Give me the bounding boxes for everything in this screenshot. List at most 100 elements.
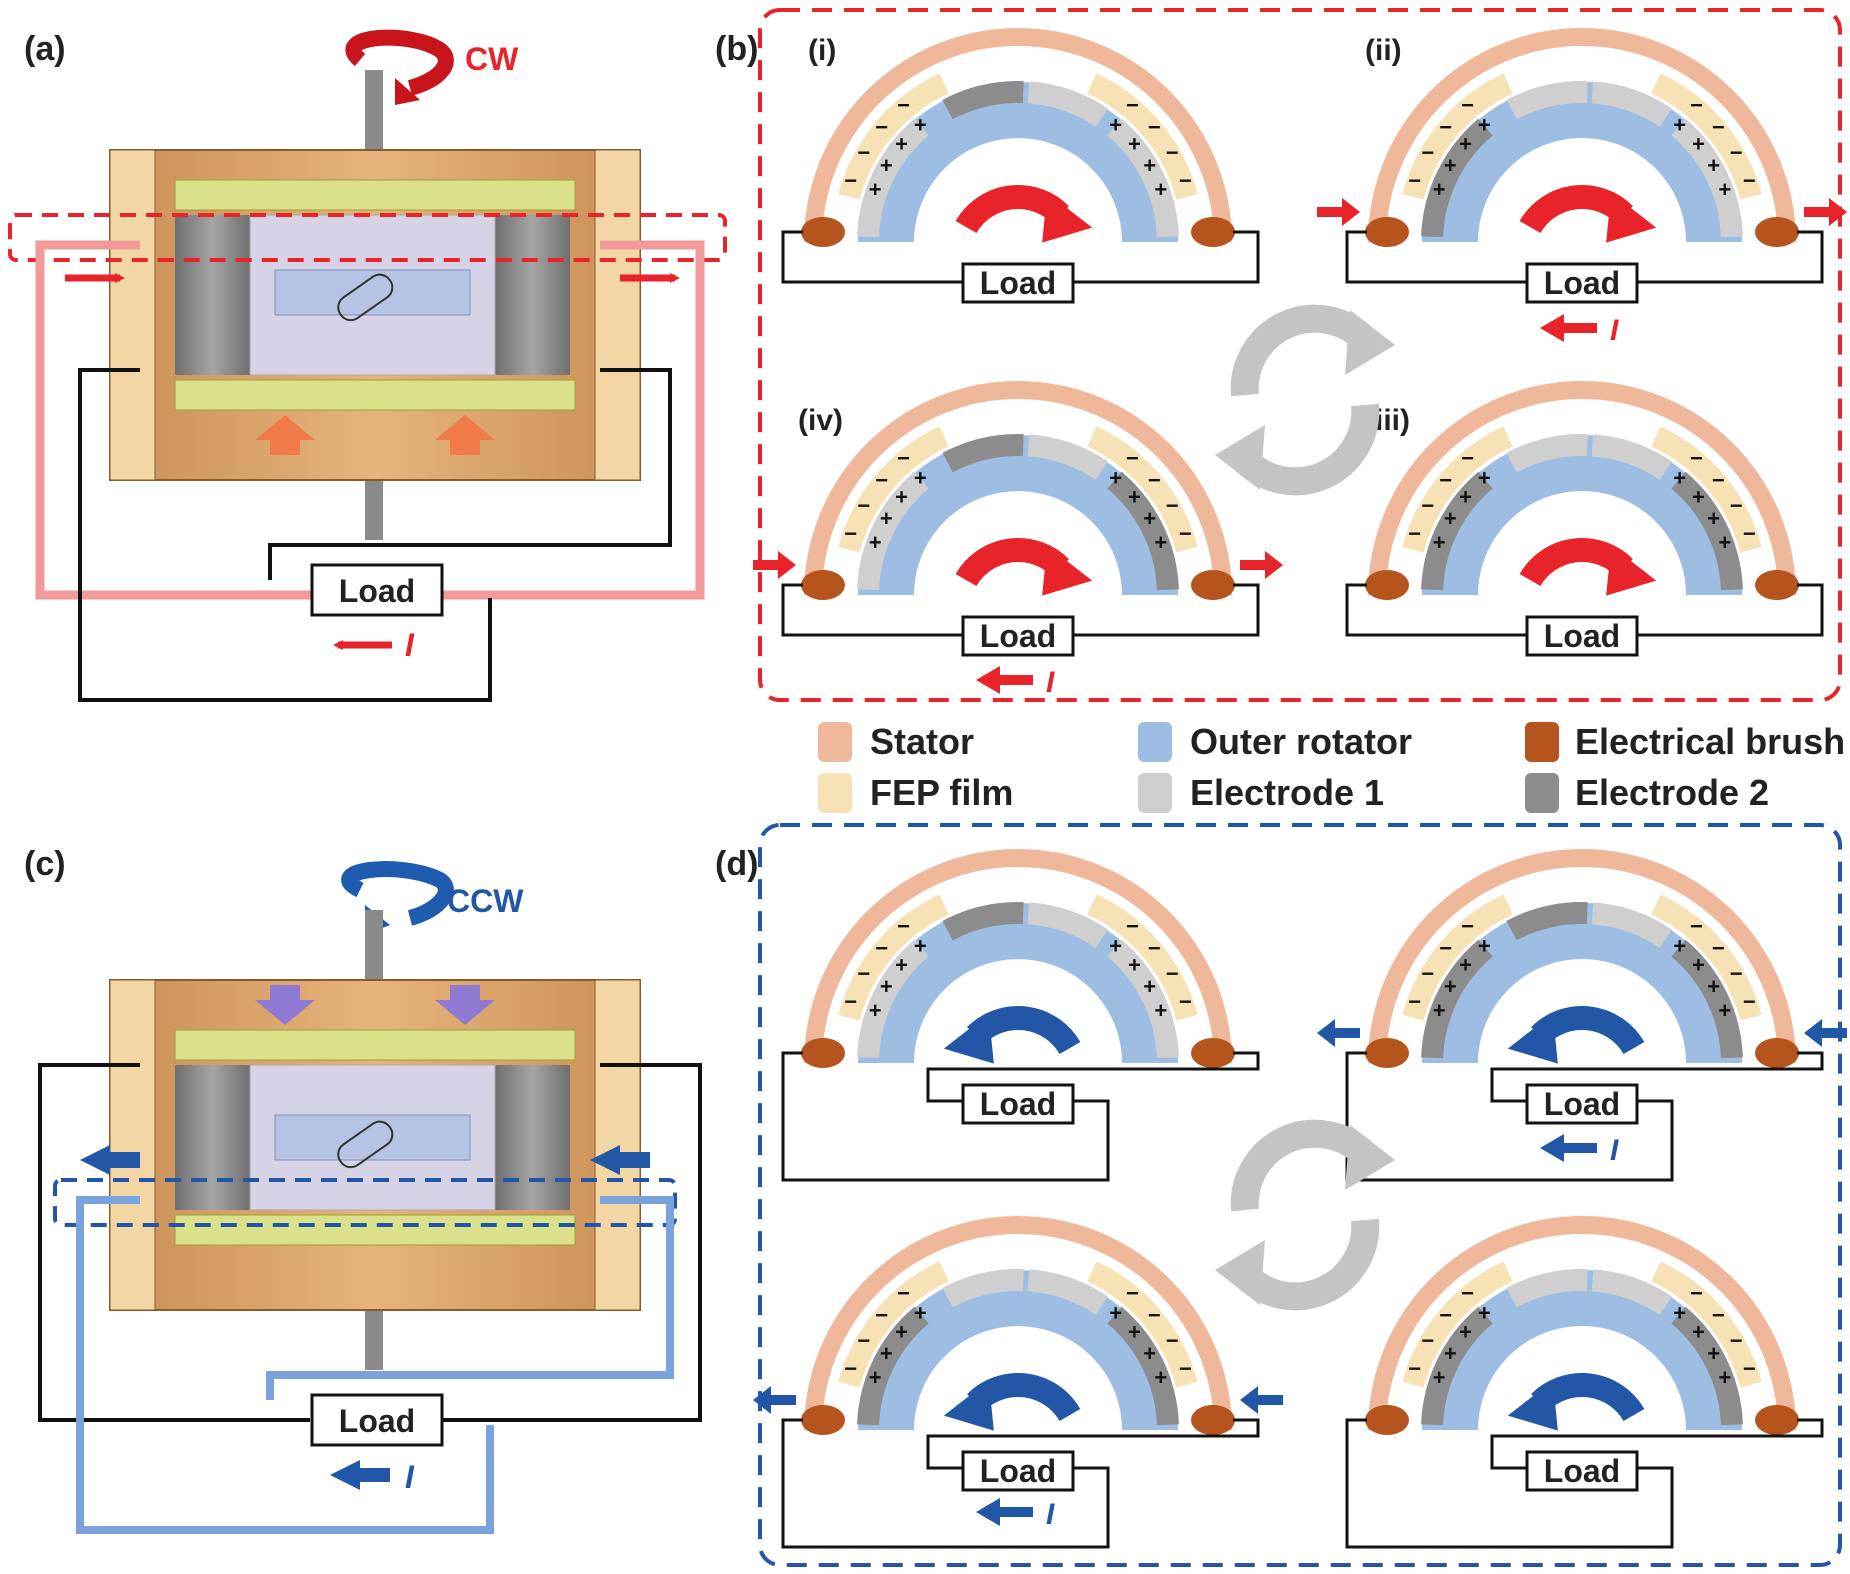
electrode-right [1671,118,1743,238]
brush-current-in-icon [1317,198,1360,226]
charge-sign: − [1148,468,1161,493]
stage-i-label: (i) [808,34,836,67]
charge-sign: − [875,468,888,493]
force-arrow-right-c [435,985,495,1025]
panel-d: (d) [715,823,1842,1567]
brush-current-in-icon [1804,1019,1847,1047]
brush-current-out-icon [1317,1019,1360,1047]
load-current-label: I [1610,314,1619,347]
brush-block-left-c [109,979,156,1311]
charge-sign: + [1692,1319,1705,1344]
wire-left [781,230,963,284]
force-arrow-left-a [255,415,315,455]
charge-sign: − [1126,914,1139,939]
load-label: Load [1544,1453,1620,1489]
cycle-arrows-d [1215,1119,1395,1311]
electrode-right [1107,939,1179,1059]
load-box [961,262,1075,304]
outer-rotator-arc [1422,903,1742,1064]
charge-sign: + [1444,506,1457,531]
charge-sign: + [914,1301,927,1326]
electrode-top-right [1027,1269,1109,1315]
brush-left [1365,570,1409,600]
charge-sign: − [1743,1356,1756,1381]
cylinder-left-a [175,215,250,375]
charge-sign: + [880,506,893,531]
charge-sign: − [1690,1281,1703,1306]
charge-sign: + [1154,177,1167,202]
stator-bottom-a [174,379,576,411]
charge-sign: + [1692,484,1705,509]
charge-sign: + [869,177,882,202]
cw-label: CW [465,41,519,77]
cycle-arrow-bottom-b-icon [1234,403,1380,496]
idle-circuit-left-a [78,368,492,702]
charge-sign: − [1166,1328,1179,1353]
panel-b-frame [758,8,1842,702]
rotation-arrowhead-icon [1507,1380,1558,1431]
panel-c-label: (c) [24,845,66,883]
brush-right [1191,1038,1235,1068]
load-box [1525,262,1639,304]
cycle-arrow-head-bottom-d-icon [1215,1240,1265,1305]
rotation-arrowhead-icon [943,1380,994,1431]
charge-sign: − [1461,1281,1474,1306]
charge-sign: − [1408,521,1421,546]
charge-sign: + [1673,113,1686,138]
charge-sign: + [1128,484,1141,509]
wire-left [1345,1051,1674,1182]
charge-sign: − [1712,468,1725,493]
charge-sign: + [1143,153,1156,178]
panel-d-frame [758,823,1842,1567]
charge-sign: + [1707,1341,1720,1366]
load-box [1525,1083,1639,1125]
idle-circuit-right-c [440,1063,702,1422]
current-in-arrow-c [590,1145,650,1175]
charge-sign: + [869,530,882,555]
fep-film-left [1402,426,1513,553]
fep-film-left [1402,894,1513,1021]
fep-film-left [838,1261,949,1388]
charge-sign: + [1478,466,1491,491]
stator-arc [1368,1216,1796,1431]
fep-film-right [1651,1261,1762,1388]
load-current-arrow-icon [976,1498,1033,1526]
charge-sign: + [1692,952,1705,977]
load-box [961,615,1075,657]
electrode-right [1671,939,1743,1059]
electrode-top-left [942,434,1024,473]
charge-sign: − [1421,961,1434,986]
charge-sign: + [1673,934,1686,959]
coupler-a [337,273,394,322]
fep-film-left [838,894,949,1021]
wire-right [1490,1051,1824,1103]
cycle-arrow-head-bottom-b-icon [1215,425,1265,490]
wire-right [1637,583,1824,637]
current-arrow-c [330,1460,390,1490]
charge-sign: − [1408,168,1421,193]
electrode-right [1107,118,1179,238]
rotation-arrowhead-icon [1042,545,1093,596]
load-current-arrow-icon [1540,314,1597,342]
charge-sign: − [1439,115,1452,140]
charge-sign: − [1743,168,1756,193]
charge-sign: − [1148,115,1161,140]
brush-right [1755,1038,1799,1068]
charge-sign: − [1439,1303,1452,1328]
charge-sign: + [1459,131,1472,156]
load-current-label: I [1046,1498,1055,1531]
coupler-c [337,1120,394,1169]
charge-sign: + [1478,113,1491,138]
brush-left [801,1405,845,1435]
stage-ii-label: (ii) [1365,34,1402,67]
electrode-top-left [1506,81,1588,120]
load-box [961,1083,1075,1125]
electrode-top-right [1591,434,1673,480]
brush-right [1755,570,1799,600]
electrode-left [1421,118,1493,238]
ccw-label: CCW [447,883,524,919]
charge-sign: − [1126,1281,1139,1306]
legend-swatch-electrode-2 [1525,773,1559,813]
